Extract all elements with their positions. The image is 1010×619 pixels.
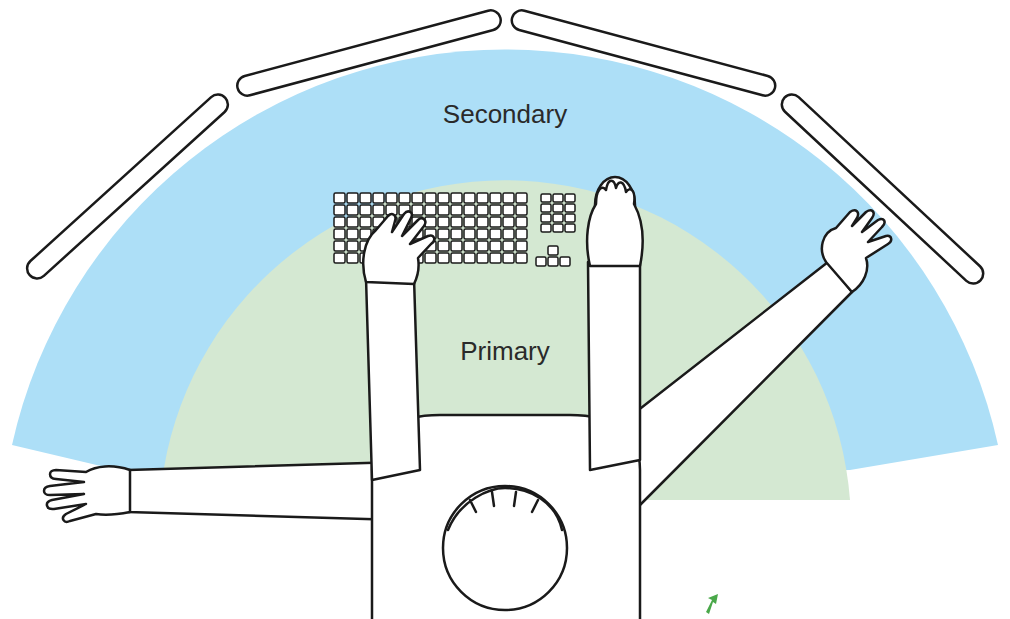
- key: [503, 217, 514, 227]
- key: [373, 193, 384, 203]
- key: [464, 229, 475, 239]
- key: [412, 205, 423, 215]
- key: [548, 257, 558, 266]
- key: [560, 257, 570, 266]
- key: [490, 205, 501, 215]
- key: [451, 229, 462, 239]
- key: [451, 205, 462, 215]
- key: [360, 205, 371, 215]
- key: [516, 229, 527, 239]
- key: [438, 217, 449, 227]
- key: [347, 217, 358, 227]
- key: [541, 214, 551, 222]
- key: [541, 204, 551, 212]
- key: [477, 229, 488, 239]
- key: [334, 241, 345, 251]
- key: [503, 229, 514, 239]
- key: [516, 205, 527, 215]
- key: [347, 205, 358, 215]
- key: [438, 193, 449, 203]
- key: [565, 194, 575, 202]
- key: [425, 193, 436, 203]
- key: [347, 253, 358, 263]
- key: [490, 217, 501, 227]
- key: [477, 253, 488, 263]
- key: [360, 217, 371, 227]
- key: [451, 217, 462, 227]
- key: [490, 253, 501, 263]
- key: [503, 205, 514, 215]
- key: [565, 214, 575, 222]
- key: [438, 205, 449, 215]
- left-hand: [44, 466, 130, 521]
- key: [565, 204, 575, 212]
- key: [565, 224, 575, 232]
- key: [553, 224, 563, 232]
- left-forearm: [366, 278, 420, 480]
- key: [490, 229, 501, 239]
- key: [399, 193, 410, 203]
- arrow-icon: [706, 594, 718, 614]
- key: [360, 193, 371, 203]
- mouse-hand: [587, 181, 642, 266]
- key: [548, 246, 558, 255]
- key: [553, 214, 563, 222]
- key: [438, 241, 449, 251]
- key: [373, 205, 384, 215]
- head: [443, 486, 567, 610]
- key: [386, 193, 397, 203]
- key: [334, 217, 345, 227]
- primary-zone: Primary: [150, 160, 860, 560]
- left-arm: [128, 462, 400, 520]
- key: [541, 224, 551, 232]
- key: [503, 193, 514, 203]
- zone-label: Secondary: [443, 99, 567, 130]
- key: [553, 194, 563, 202]
- key: [490, 241, 501, 251]
- key: [516, 193, 527, 203]
- key: [451, 253, 462, 263]
- key: [334, 229, 345, 239]
- key: [490, 193, 501, 203]
- key: [451, 193, 462, 203]
- key: [464, 217, 475, 227]
- key: [541, 194, 551, 202]
- key: [477, 193, 488, 203]
- zone-fill: [160, 180, 850, 500]
- key: [438, 229, 449, 239]
- key: [516, 253, 527, 263]
- key: [438, 253, 449, 263]
- key: [464, 241, 475, 251]
- key: [553, 204, 563, 212]
- right-forearm: [588, 262, 640, 470]
- key: [536, 257, 546, 266]
- key: [464, 205, 475, 215]
- key: [347, 229, 358, 239]
- key: [334, 253, 345, 263]
- key: [412, 193, 423, 203]
- key: [347, 241, 358, 251]
- key: [334, 205, 345, 215]
- key: [425, 253, 436, 263]
- key: [503, 253, 514, 263]
- zone-label: Primary: [460, 336, 550, 367]
- key: [477, 217, 488, 227]
- key: [464, 253, 475, 263]
- hair: [448, 488, 562, 530]
- key: [451, 241, 462, 251]
- key: [347, 193, 358, 203]
- key: [477, 241, 488, 251]
- key: [516, 217, 527, 227]
- key: [503, 241, 514, 251]
- key: [334, 193, 345, 203]
- key: [516, 241, 527, 251]
- key: [425, 205, 436, 215]
- key: [477, 205, 488, 215]
- key: [464, 193, 475, 203]
